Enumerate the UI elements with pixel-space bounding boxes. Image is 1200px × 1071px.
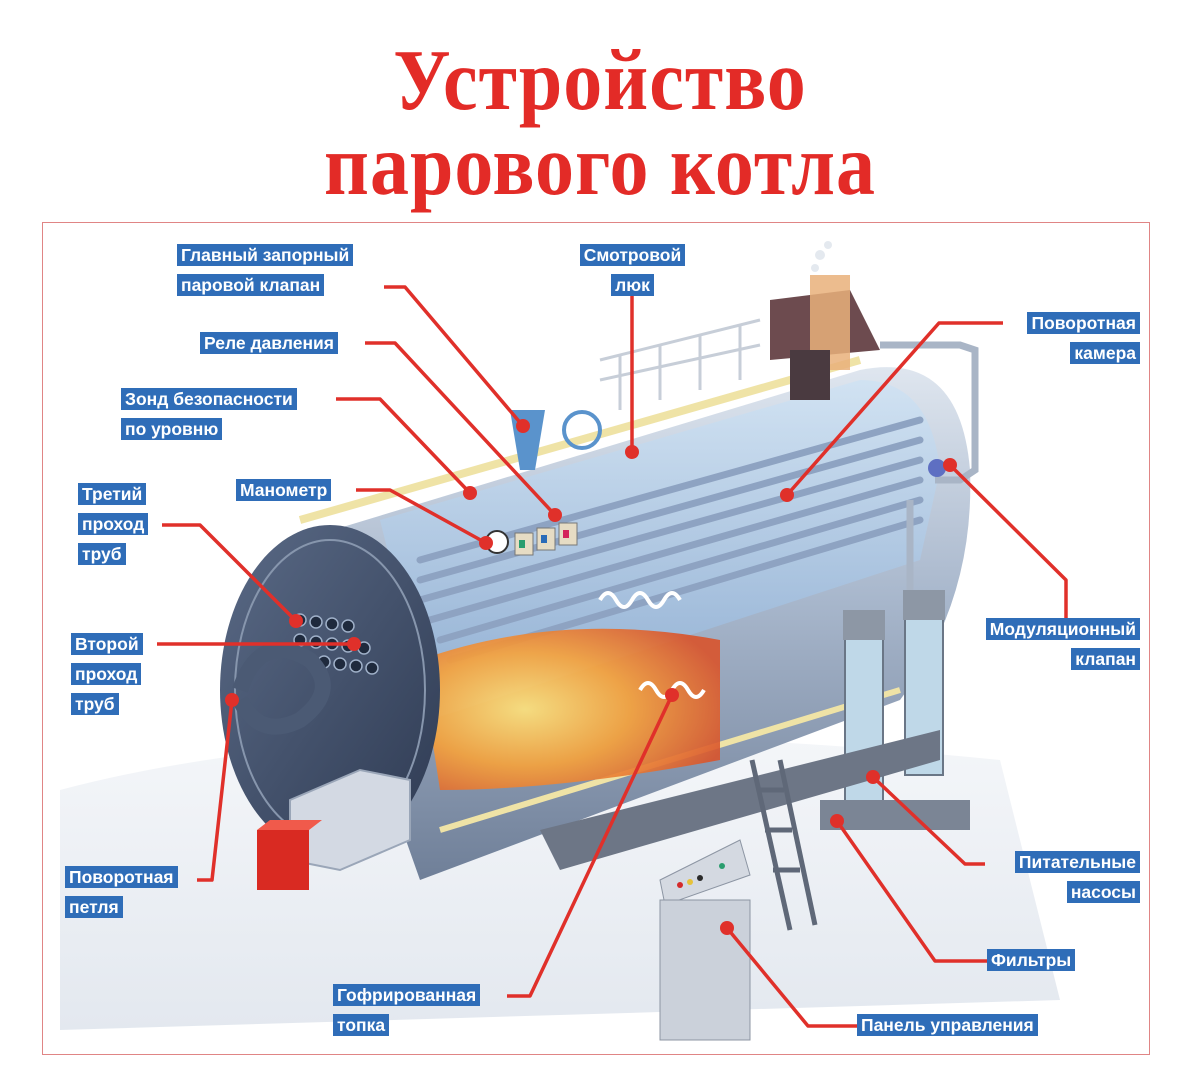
label-third-tube-pass: Третий проход труб [78, 483, 149, 573]
ladder [749, 759, 818, 931]
smoke-outlet [790, 350, 830, 400]
modulating-valve-body [928, 459, 946, 477]
title-line-2: парового котла [324, 115, 876, 214]
leader-dots [225, 419, 957, 935]
label-corrugated-furnace: Гофрированная топка [333, 984, 481, 1044]
leader-corrugated-furnace [507, 694, 674, 998]
label-level-safety-probe: Зонд безопасности по уровню [121, 388, 297, 448]
label-main-steam-valve: Главный запорный паровой клапан [177, 244, 354, 304]
label-second-tube-pass: Второй проход труб [71, 633, 143, 723]
reversing-loop-part [232, 642, 331, 735]
title-line-1: Устройство [393, 30, 807, 129]
label-reversing-loop: Поворотная петля [65, 866, 178, 926]
base-frame [540, 730, 940, 870]
leader-modulating-valve [948, 463, 1068, 620]
label-control-panel: Панель управления [857, 1014, 1038, 1044]
leader-feed-pumps [871, 775, 985, 866]
diagram-frame [42, 222, 1150, 1055]
leader-reversing-loop [197, 699, 234, 882]
control-panel-cabinet [659, 839, 751, 1041]
label-feed-pumps: Питательные насосы [960, 851, 1140, 911]
railing [599, 318, 761, 410]
label-filters: Фильтры [987, 949, 1076, 979]
label-pressure-relay: Реле давления [200, 332, 338, 362]
pressure-relays [514, 522, 578, 556]
valve-handwheel [562, 410, 602, 450]
burner-motor [257, 830, 309, 890]
leader-control-panel [725, 926, 857, 1028]
label-manometer: Манометр [236, 479, 332, 509]
leader-third-tube-pass [162, 523, 298, 623]
steam-plume [811, 241, 832, 272]
label-modulating-valve: Модуляционный клапан [940, 618, 1140, 678]
leader-main-steam-valve [384, 285, 525, 428]
feed-pumps-units [820, 590, 970, 830]
leader-lines [157, 285, 1068, 1028]
furnace-flame [420, 628, 720, 790]
leader-filters [835, 819, 988, 963]
label-inspection-hatch: Смотровой люк [565, 244, 700, 304]
leader-pressure-relay [365, 341, 557, 517]
leader-manometer [356, 488, 487, 545]
leader-reversing-chamber [785, 321, 1003, 497]
leader-level-safety-probe [336, 397, 472, 495]
label-reversing-chamber: Поворотная камера [960, 312, 1140, 372]
